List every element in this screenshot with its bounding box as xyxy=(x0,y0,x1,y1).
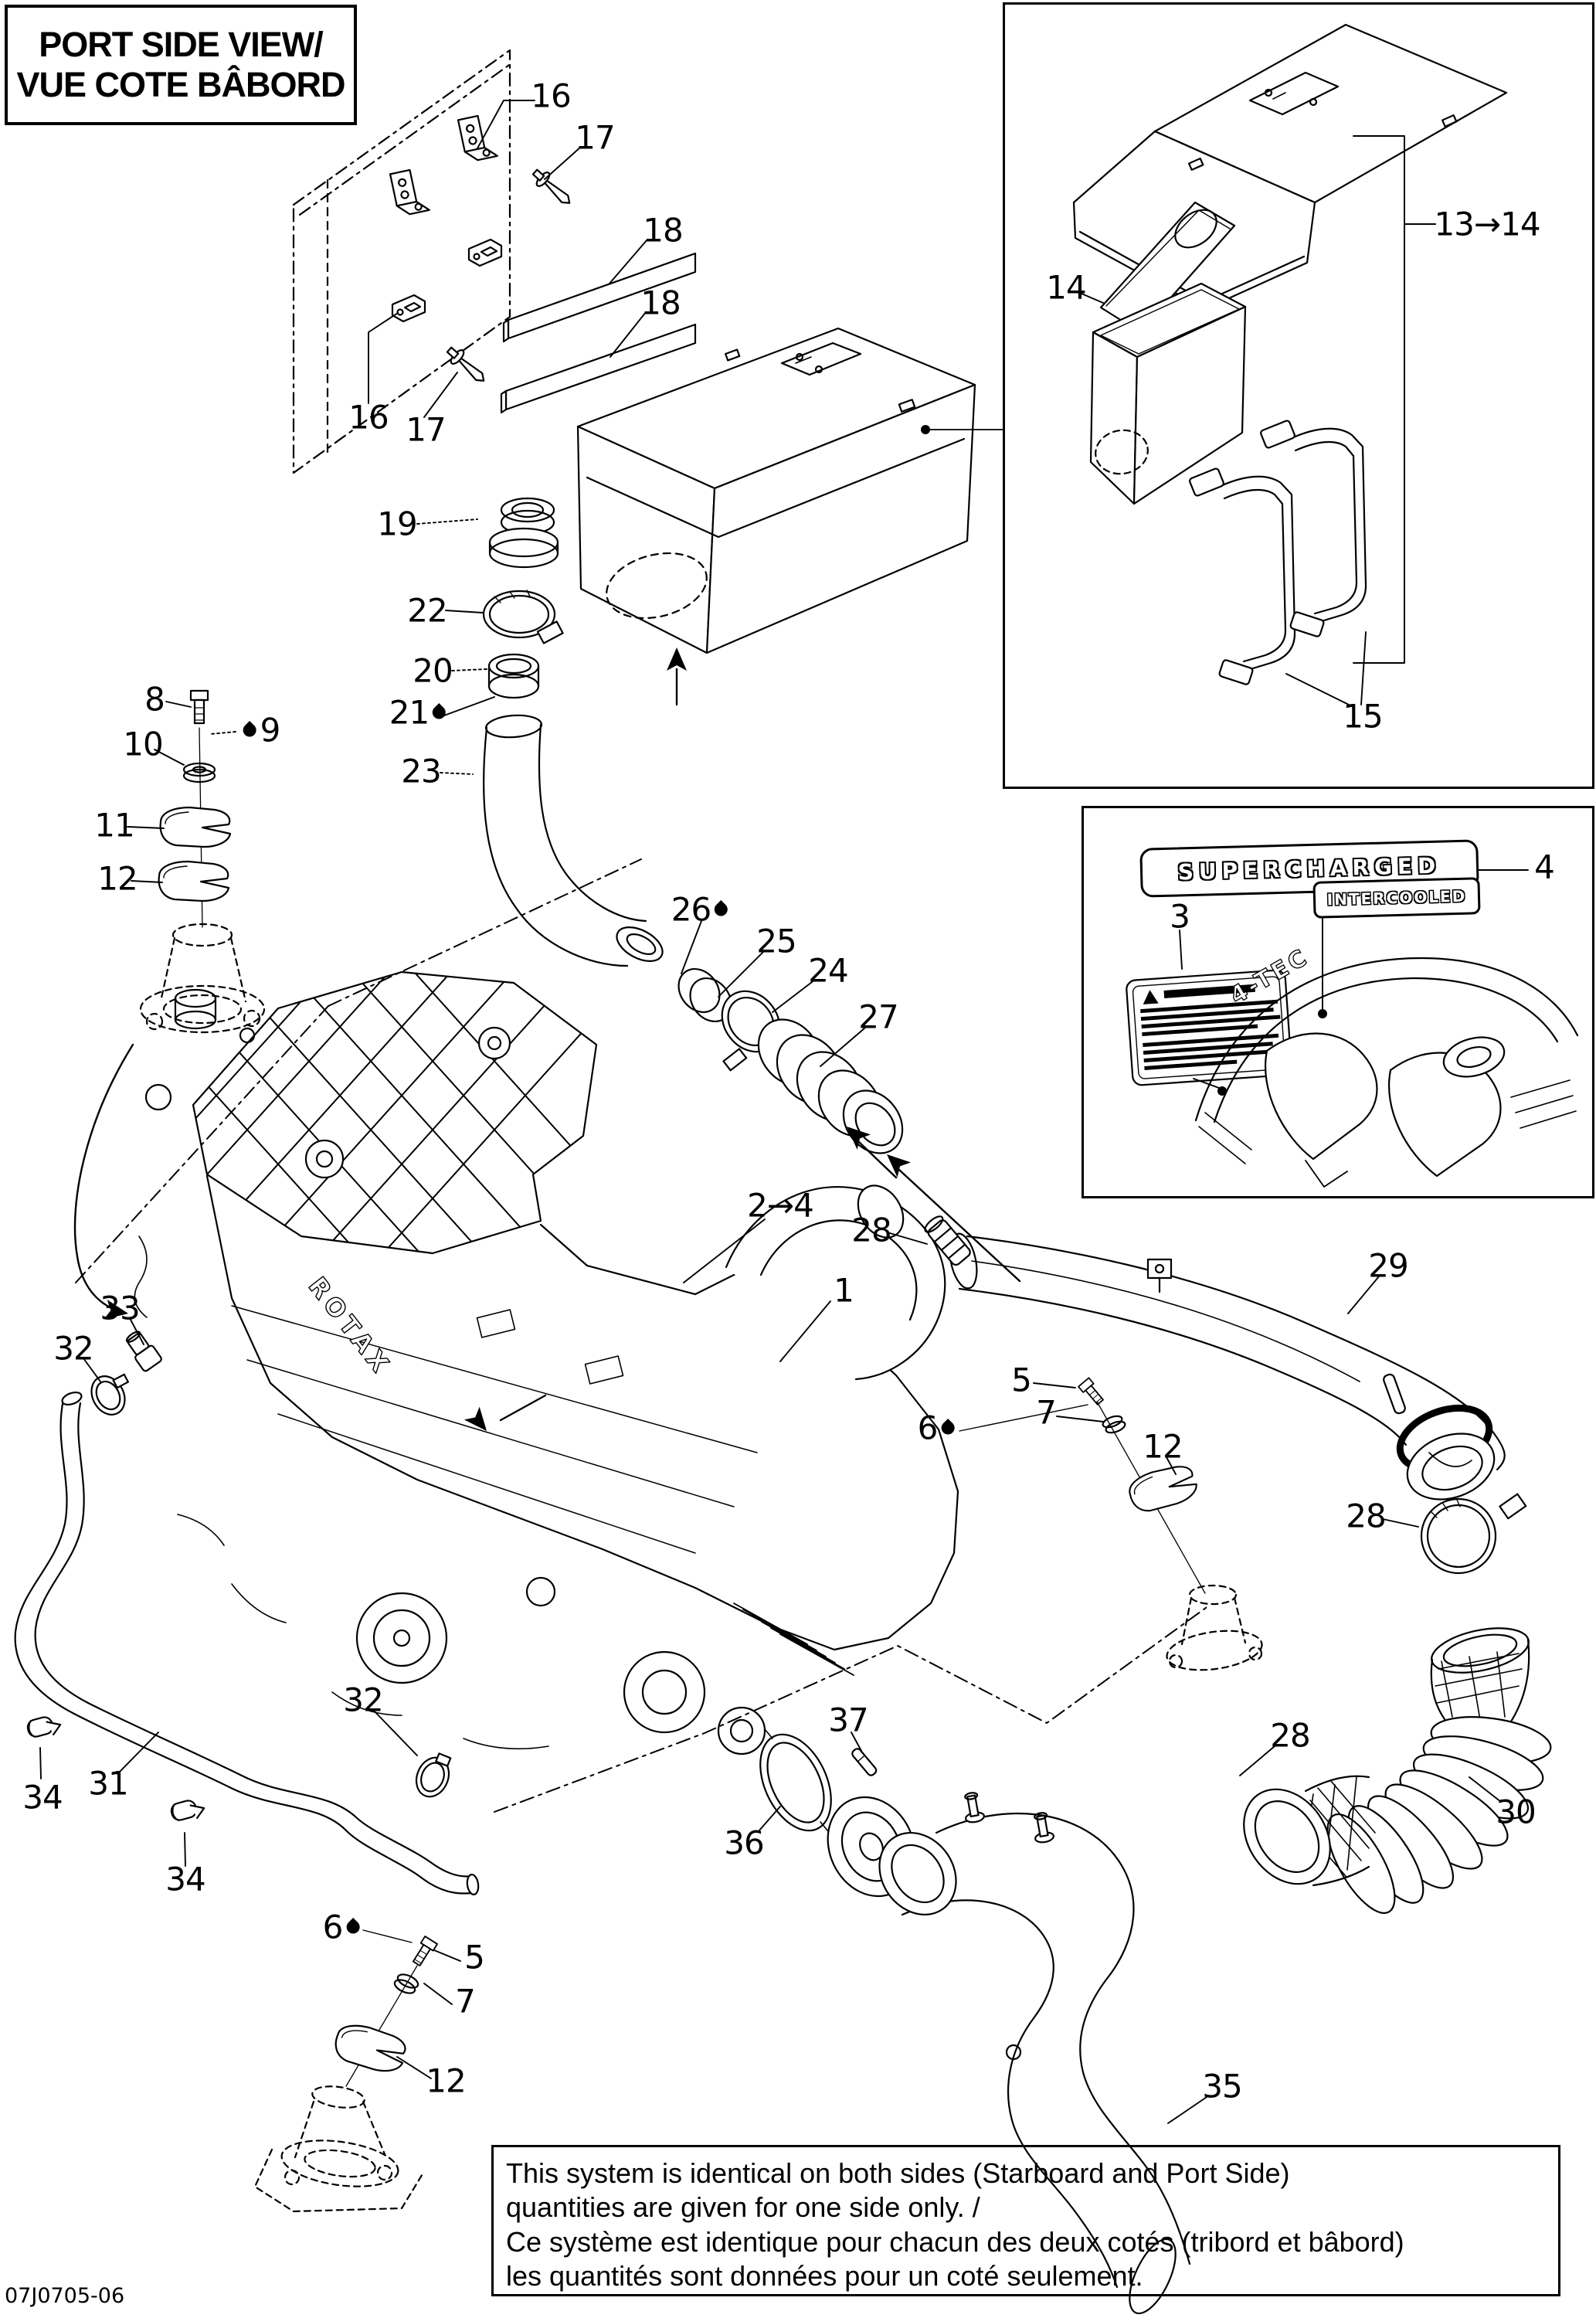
clamp-28-right xyxy=(1420,1493,1527,1575)
clamp-stub-28 xyxy=(924,1215,971,1266)
intake-hose-23 xyxy=(482,714,664,967)
title-box: PORT SIDE VIEW/ VUE COTE BÂBORD xyxy=(5,5,357,125)
inset-airbox-body xyxy=(1089,282,1247,505)
clips-34 xyxy=(25,1712,207,1825)
engine-mount-bottom xyxy=(253,1936,438,2213)
foam-strips-18 xyxy=(500,252,697,414)
drawing-code: 07J0705-06 xyxy=(5,2284,125,2308)
note-line-2: quantities are given for one side only. … xyxy=(506,2191,980,2224)
engine-mount-mid xyxy=(1078,1377,1263,1671)
note-box: This system is identical on both sides (… xyxy=(491,2145,1560,2296)
arrows xyxy=(73,646,1021,1439)
tube-29 xyxy=(924,1215,1506,1501)
inset-straps-15 xyxy=(1189,420,1367,685)
brackets-16 xyxy=(389,112,503,323)
v-clamp-36 xyxy=(759,1728,832,1832)
leader-lines xyxy=(39,100,1529,2124)
sleeve-20 xyxy=(487,653,540,699)
drain-hose-31 xyxy=(14,1391,480,1896)
inset-cover-frame xyxy=(1082,806,1594,1198)
note-line-3: Ce système est identique pour chacun des… xyxy=(506,2225,1404,2258)
pin-37 xyxy=(851,1748,878,1776)
note-line-1: This system is identical on both sides (… xyxy=(506,2157,1290,2189)
title-line-2: VUE COTE BÂBORD xyxy=(16,65,345,104)
engine-brand-text: ROTAX xyxy=(303,1272,398,1382)
inset-cover-art: 4-TEC xyxy=(1194,943,1579,1188)
clamp-32-upper xyxy=(90,1373,129,1416)
inset-airbox-frame xyxy=(1003,2,1594,789)
sleeve-25 xyxy=(677,968,732,1022)
construction-lines xyxy=(75,858,1210,1813)
intercooled-badge: INTERCOOLED xyxy=(1312,877,1481,919)
clamp-32-lower xyxy=(415,1752,452,1798)
intercooled-badge-text: INTERCOOLED xyxy=(1326,886,1467,909)
warning-label-3 xyxy=(1126,969,1292,1086)
airbox xyxy=(576,327,1003,654)
clamp-22 xyxy=(482,590,564,644)
bellows-27 xyxy=(757,1018,904,1154)
corrugated-hose-30 xyxy=(1243,1627,1552,1915)
note-line-4: les quantités sont données pour un coté … xyxy=(506,2259,1143,2292)
title-line-1: PORT SIDE VIEW/ xyxy=(39,25,324,65)
adapter-19 xyxy=(488,497,559,569)
engine-mount-left xyxy=(139,689,266,1034)
mounting-panel xyxy=(292,49,513,474)
fitting-33 xyxy=(125,1331,162,1372)
inset1-bracket xyxy=(1353,135,1436,664)
